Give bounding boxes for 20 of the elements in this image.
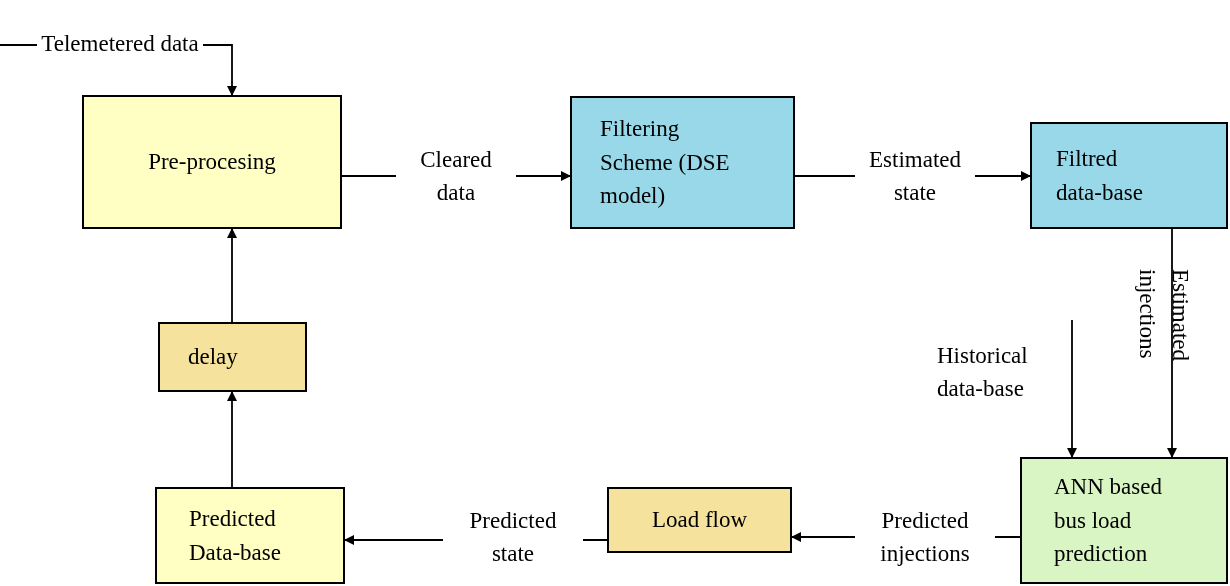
arrow <box>1167 228 1177 458</box>
process-box <box>82 95 342 229</box>
node-label: Filtred data-base <box>1056 145 1144 207</box>
node-label: Filtering Scheme (DSE model) <box>600 115 731 211</box>
node-label: Predicted Data-base <box>189 505 282 567</box>
process-box <box>570 96 795 229</box>
node-label: Load flow <box>650 506 749 535</box>
edge-label: Historical data-base <box>936 341 1029 403</box>
node-label: Pre-procesing <box>147 148 277 177</box>
process-box <box>607 487 792 553</box>
node-label: ANN based bus load prediction <box>1054 473 1163 569</box>
database-box <box>1030 122 1228 229</box>
arrow <box>227 391 237 488</box>
delay-box <box>158 322 307 392</box>
edge-label: Estimated injections <box>1134 268 1195 363</box>
node-label: delay <box>188 343 239 372</box>
database-box <box>155 487 345 584</box>
arrow <box>1067 319 1077 458</box>
process-box <box>1020 457 1228 584</box>
arrow <box>227 228 237 323</box>
